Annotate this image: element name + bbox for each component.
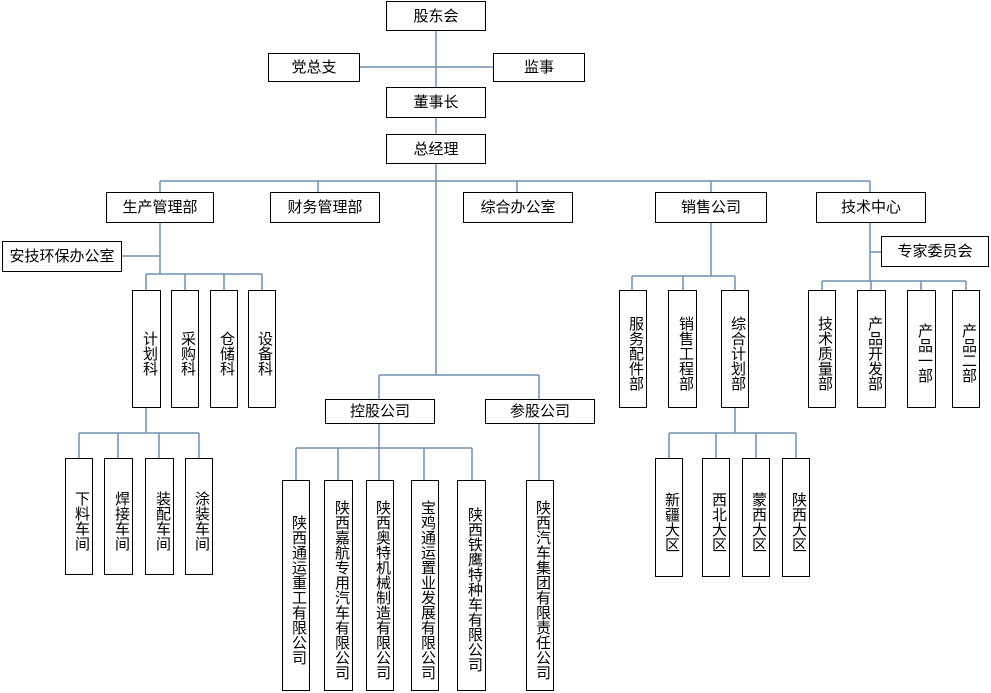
- node-shaanxi-region: 陕西大区: [782, 458, 810, 577]
- node-chairman: 董事长: [386, 87, 486, 118]
- node-participating-company-1: 陕西汽车集团有限责任公司: [526, 480, 554, 691]
- node-tech-center: 技术中心: [816, 192, 926, 223]
- node-product-dev-dept: 产品开发部: [857, 290, 886, 408]
- node-holding-company-1: 陕西通运重工有限公司: [282, 480, 310, 691]
- node-product-dept-2: 产品二部: [952, 290, 980, 408]
- node-admin-office: 综合办公室: [463, 192, 573, 223]
- node-holding-companies: 控股公司: [325, 399, 435, 424]
- node-holding-company-2: 陕西嘉航专用汽车有限公司: [324, 480, 353, 691]
- node-service-parts-dept: 服务配件部: [619, 290, 647, 408]
- node-assembly-workshop: 装配车间: [145, 458, 174, 575]
- node-xinjiang-region: 新疆大区: [655, 458, 683, 577]
- node-party-branch: 党总支: [268, 53, 360, 82]
- node-holding-company-3: 陕西奥特机械制造有限公司: [366, 480, 394, 691]
- node-purchasing-section: 采购科: [171, 290, 199, 408]
- node-equipment-section: 设备科: [248, 290, 276, 408]
- node-shareholders: 股东会: [386, 1, 486, 31]
- node-production-dept: 生产管理部: [106, 192, 214, 223]
- node-holding-company-5: 陕西铁鹰特种车有限公司: [457, 480, 486, 691]
- node-comprehensive-planning-dept: 综合计划部: [721, 290, 749, 408]
- node-northwest-region: 西北大区: [702, 458, 730, 577]
- node-participating-companies: 参股公司: [485, 399, 595, 424]
- node-safety-office: 安技环保办公室: [2, 241, 122, 272]
- node-sales-engineering-dept: 销售工程部: [668, 290, 697, 408]
- node-blanking-workshop: 下料车间: [65, 458, 93, 575]
- node-painting-workshop: 涂装车间: [185, 458, 213, 575]
- node-finance-dept: 财务管理部: [270, 192, 380, 223]
- node-planning-section: 计划科: [132, 290, 161, 408]
- node-mengxi-region: 蒙西大区: [742, 458, 770, 577]
- node-supervisor: 监事: [493, 53, 585, 82]
- node-tech-quality-dept: 技术质量部: [808, 290, 836, 408]
- node-holding-company-4: 宝鸡通运置业发展有限公司: [411, 480, 439, 691]
- node-sales-company: 销售公司: [655, 192, 767, 223]
- node-general-manager: 总经理: [386, 134, 486, 164]
- node-welding-workshop: 焊接车间: [104, 458, 133, 575]
- node-expert-committee: 专家委员会: [881, 236, 989, 267]
- node-storage-section: 仓储科: [210, 290, 238, 408]
- node-product-dept-1: 产品一部: [907, 290, 936, 408]
